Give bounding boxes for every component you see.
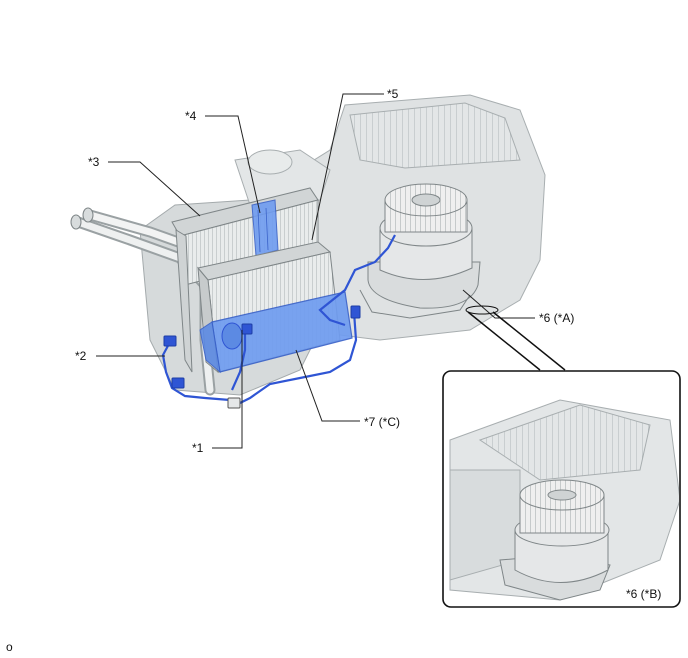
callout-5: *5	[387, 87, 399, 101]
evaporator-temperature-sensor	[251, 199, 279, 257]
leader-7c	[295, 349, 360, 422]
leader-1	[212, 330, 243, 449]
leader-6a	[462, 289, 535, 319]
callout-1: *1	[192, 441, 204, 455]
callout-3: *3	[88, 155, 100, 169]
blower-motor	[359, 183, 481, 319]
callout-6a: *6 (*A)	[539, 311, 575, 325]
evaporator-rear	[171, 187, 319, 373]
callout-2: *2	[75, 349, 87, 363]
callout-4: *4	[185, 109, 197, 123]
leader-5	[311, 93, 384, 241]
figure-code: o	[6, 640, 13, 654]
detail-inset	[442, 305, 681, 608]
connectors	[163, 305, 361, 409]
callout-7c: *7 (*C)	[364, 415, 401, 429]
callout-6b: *6 (*B)	[626, 587, 662, 601]
leader-3	[108, 161, 201, 217]
leader-4	[205, 115, 261, 214]
highlighted-cover-part	[199, 291, 353, 374]
